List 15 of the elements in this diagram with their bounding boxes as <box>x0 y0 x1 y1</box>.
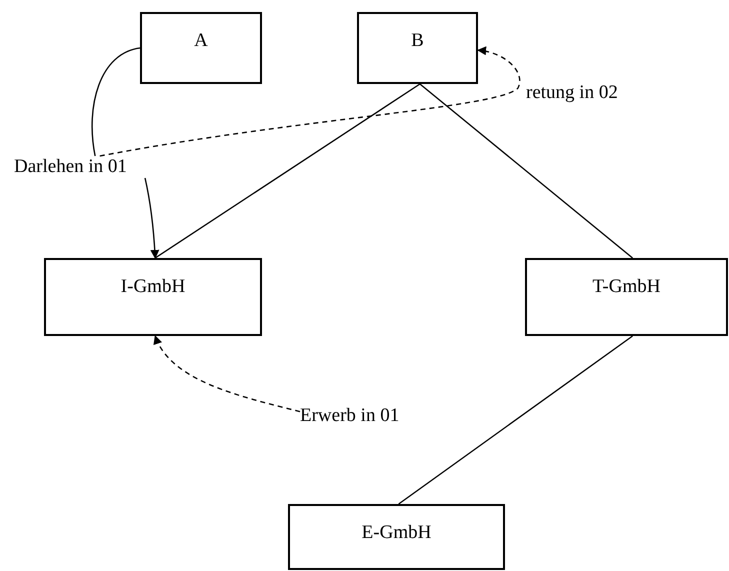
arrow <box>100 46 520 157</box>
arrow <box>154 335 300 412</box>
entity-box: I-GmbH <box>44 258 262 336</box>
edge-label: retung in 02 <box>526 82 618 104</box>
entity-box: B <box>357 12 478 84</box>
connector-line <box>398 335 633 505</box>
entity-box: E-GmbH <box>288 504 505 570</box>
flow-label: Erwerb in 01 <box>300 405 440 427</box>
connector-line <box>92 47 140 156</box>
flow-label: Darlehen in 01 <box>14 156 170 178</box>
connector-line <box>420 84 633 258</box>
connector-line <box>154 83 420 259</box>
entity-box: T-GmbH <box>525 258 728 336</box>
entity-box: A <box>140 12 262 84</box>
arrow <box>144 178 160 259</box>
